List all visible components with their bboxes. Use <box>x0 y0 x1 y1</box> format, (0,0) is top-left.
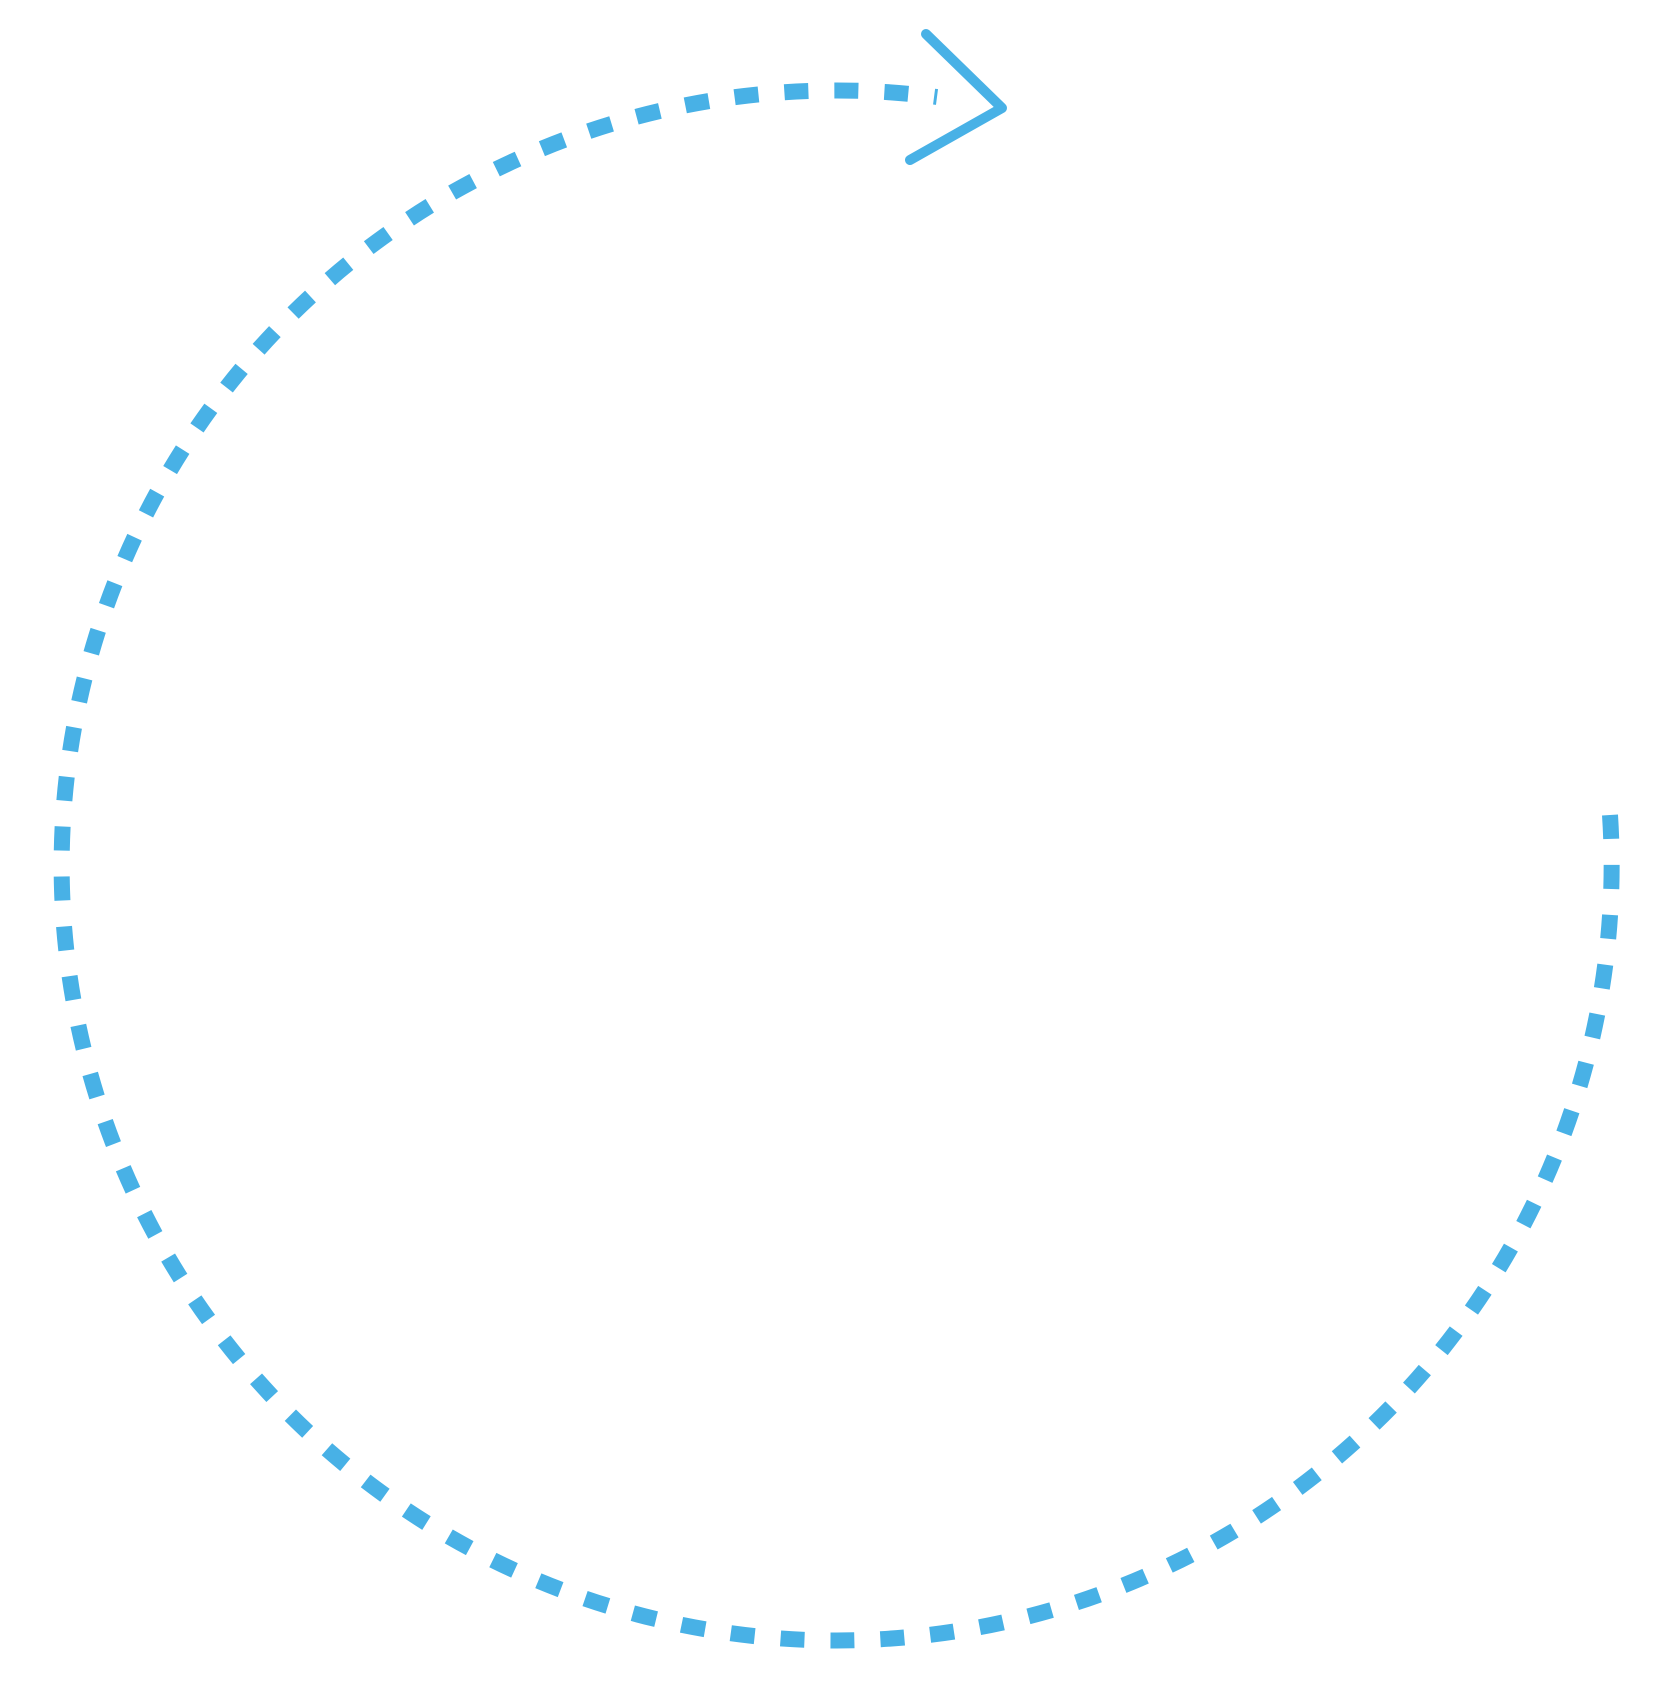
dashed-circular-path <box>53 82 1620 1649</box>
arrowhead-icon <box>905 29 1007 165</box>
